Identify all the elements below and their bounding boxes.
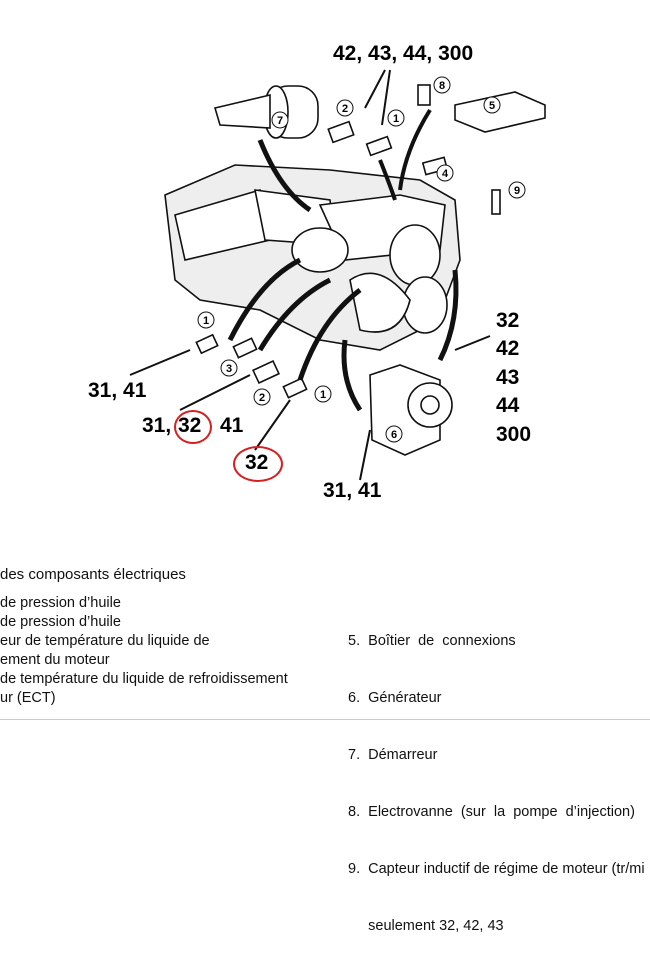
svg-text:2: 2 (342, 103, 348, 115)
label-right-300: 300 (496, 423, 532, 446)
svg-text:6: 6 (391, 429, 397, 441)
svg-text:1: 1 (320, 389, 326, 401)
callout-1b: 1 (197, 311, 215, 329)
svg-text:2: 2 (259, 392, 265, 404)
callout-8: 8 (433, 76, 451, 94)
svg-text:5: 5 (489, 100, 495, 112)
label-left-31-41: 31, 41 (88, 379, 147, 402)
legend-heading: des composants électriques (0, 566, 186, 583)
legend-item: 7. Démarreur (348, 747, 438, 763)
label-mid-32: 32 (245, 451, 269, 474)
callout-1a: 1 (387, 109, 405, 127)
legend-right-column: 5. Boîtier de connexions 6. Générateur 7… (348, 594, 645, 955)
legend-left-column: de pression d’huile de pression d’huile … (0, 594, 288, 708)
callout-2b: 2 (253, 388, 271, 406)
label-right-32: 32 (496, 309, 520, 332)
legend-item: 9. Capteur inductif de régime de moteur … (348, 861, 645, 877)
legend-item: de pression d’huile (0, 614, 121, 630)
label-right-44: 44 (496, 394, 520, 417)
label-32-highlighted: 32 (178, 414, 202, 437)
callout-3: 3 (220, 359, 238, 377)
svg-text:1: 1 (393, 113, 399, 125)
legend-item: ement du moteur (0, 652, 110, 668)
svg-text:9: 9 (514, 185, 520, 197)
svg-text:1: 1 (203, 315, 209, 327)
engine-electrical-components-diagram: 1 2 4 5 6 7 8 9 1 3 2 1 (129, 69, 546, 481)
legend-item: 5. Boîtier de connexions (348, 633, 516, 649)
callout-7: 7 (271, 111, 289, 129)
red-highlight-circle (174, 410, 212, 444)
svg-text:4: 4 (442, 168, 449, 180)
svg-text:7: 7 (277, 115, 283, 127)
callout-6: 6 (385, 425, 403, 443)
callout-5: 5 (483, 96, 501, 114)
label-41: 41 (220, 414, 244, 437)
legend-item: de pression d’huile (0, 595, 121, 611)
label-right-42: 42 (496, 337, 520, 360)
red-highlight-circle-2 (233, 446, 283, 482)
legend-item: de température du liquide de refroidisse… (0, 671, 288, 687)
legend-item: eur de température du liquide de (0, 633, 210, 649)
divider (0, 719, 650, 720)
callout-2a: 2 (336, 99, 354, 117)
callout-4: 4 (436, 164, 454, 182)
legend-item: seulement 32, 42, 43 (348, 918, 504, 934)
callout-9: 9 (508, 181, 526, 199)
legend-item: 8. Electrovanne (sur la pompe d’injectio… (348, 804, 635, 820)
callout-1c: 1 (314, 385, 332, 403)
legend-item: ur (ECT) (0, 690, 56, 706)
svg-text:8: 8 (439, 80, 445, 92)
svg-text:3: 3 (226, 363, 232, 375)
engine-block-drawing (164, 84, 546, 456)
label-top-models: 42, 43, 44, 300 (333, 42, 474, 65)
label-31: 31, (142, 414, 172, 437)
label-right-43: 43 (496, 366, 520, 389)
label-bottom-31-41: 31, 41 (323, 479, 382, 502)
legend-item: 6. Générateur (348, 690, 442, 706)
pointer-arrows (129, 69, 491, 481)
callout-circles: 1 2 4 5 6 7 8 9 1 3 2 1 (197, 76, 526, 443)
